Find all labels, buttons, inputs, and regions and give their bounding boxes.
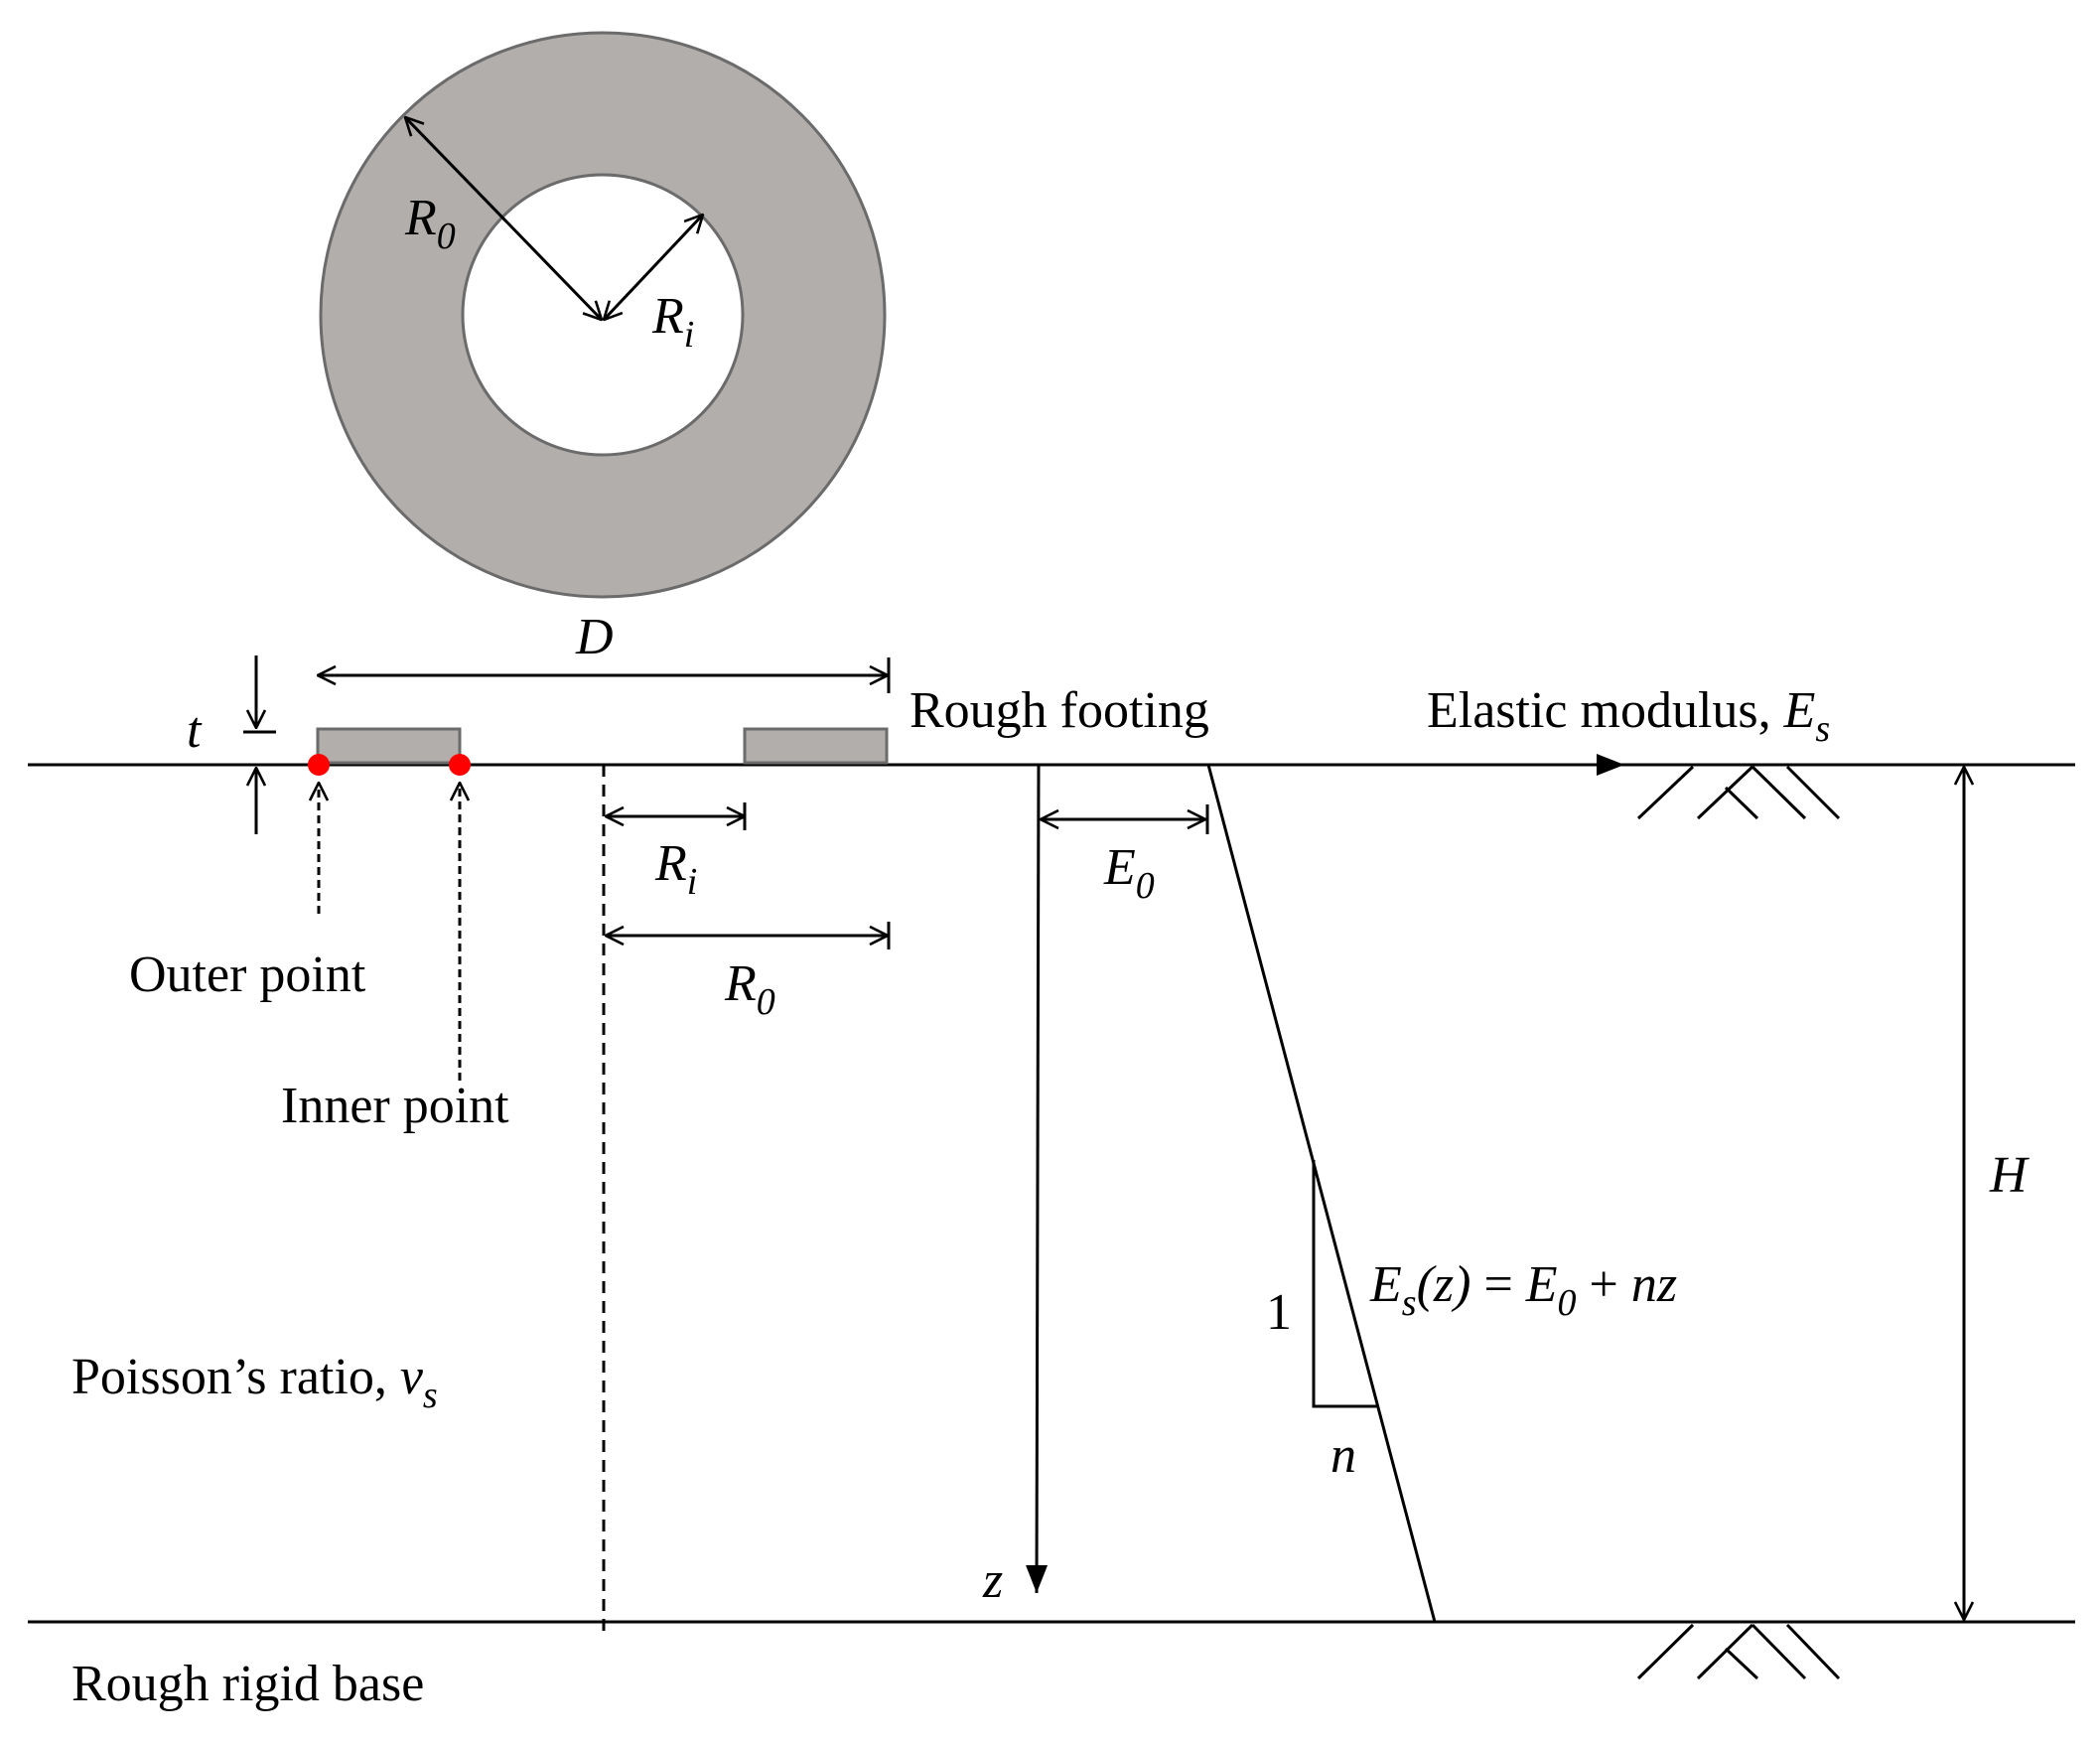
- section-inner-radius-label: Ri: [654, 835, 697, 903]
- modulus-profile-line: [1206, 764, 1437, 1623]
- rough-footing-label: Rough footing: [910, 682, 1209, 739]
- inner-radius-arrow: [604, 215, 703, 320]
- base-support-hatch: [1636, 1623, 1841, 1680]
- cross-section: D t Outer point Inner point Ri R0 Rough …: [28, 609, 2075, 1712]
- rigid-base-label: Rough rigid base: [71, 1656, 424, 1712]
- plan-outer-radius-label: R0: [404, 190, 456, 257]
- layer-depth-label: H: [1989, 1147, 2030, 1204]
- diameter-label: D: [575, 609, 614, 665]
- thickness-label: t: [187, 702, 203, 759]
- slope-rise-label: 1: [1266, 1284, 1292, 1341]
- surface-modulus-label: E0: [1103, 839, 1155, 907]
- slope-triangle: [1312, 1160, 1378, 1408]
- plan-view: R0 Ri: [319, 31, 887, 599]
- depth-z-axis: [1026, 764, 1049, 1594]
- elastic-modulus-label: Elastic modulus, Es: [1427, 682, 1830, 750]
- section-outer-radius-label: R0: [724, 955, 775, 1023]
- outer-point-label: Outer point: [129, 946, 366, 1003]
- outer-point-marker: [308, 754, 330, 776]
- inner-point-marker: [449, 754, 471, 776]
- ring-outline-outer: [319, 31, 887, 599]
- inner-point-label: Inner point: [281, 1078, 509, 1134]
- plan-inner-radius-label: Ri: [651, 288, 694, 356]
- surface-support-hatch: [1636, 765, 1841, 820]
- depth-z-label: z: [982, 1552, 1003, 1609]
- poisson-ratio-label: Poisson’s ratio, vs: [71, 1349, 438, 1416]
- footing-left-section: [316, 727, 462, 765]
- outer-radius-arrow: [405, 117, 602, 320]
- modulus-equation: Es(z) = E0 + nz: [1369, 1256, 1677, 1324]
- slope-run-label: n: [1330, 1427, 1356, 1484]
- footing-right-section: [743, 727, 889, 765]
